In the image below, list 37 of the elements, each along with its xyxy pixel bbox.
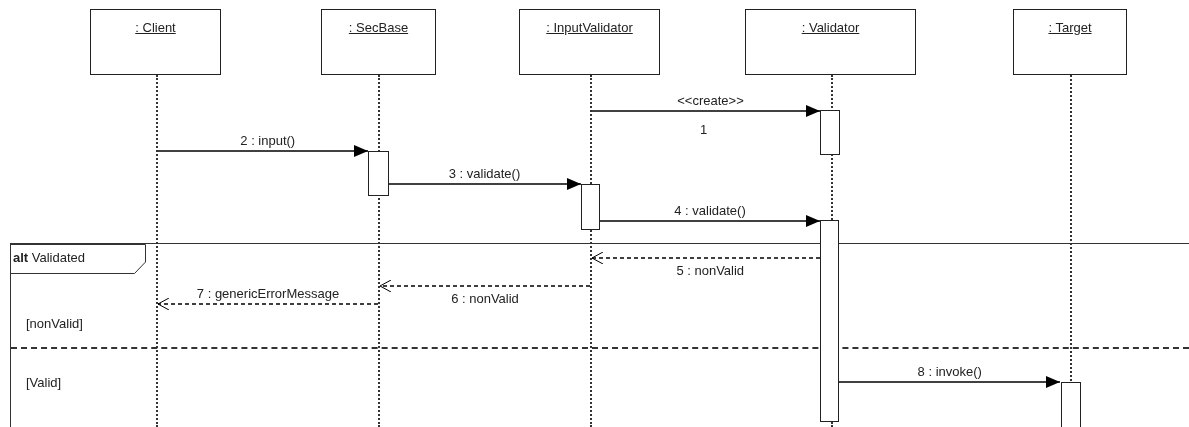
lifeline-head: [321, 9, 436, 75]
object-name: : Validator: [801, 19, 860, 37]
lifeline-head: [90, 9, 221, 75]
object-name: : Client: [135, 19, 176, 37]
message-arrow: [388, 178, 582, 190]
message-label: 7 : genericErrorMessage: [195, 285, 341, 303]
message-label: 2 : input(): [239, 132, 297, 150]
return-message-arrow: [379, 279, 591, 293]
lifeline-head: [1013, 9, 1127, 75]
activation-bar: [1061, 382, 1081, 427]
activation-bar: [368, 151, 389, 196]
message-arrow: [599, 215, 821, 227]
lifeline-head: [519, 9, 660, 75]
return-message-arrow: [591, 251, 821, 265]
guard-condition: [nonValid]: [26, 315, 83, 333]
message-arrow: [591, 105, 821, 117]
object-name: : Target: [1048, 19, 1092, 37]
object-name: : InputValidator: [546, 19, 633, 37]
activation-bar: [581, 184, 600, 230]
message-label: 5 : nonValid: [675, 262, 746, 280]
message-label: <<create>>: [676, 92, 745, 110]
message-label: 8 : invoke(): [916, 363, 983, 381]
return-message-arrow: [157, 297, 379, 311]
sequence-number: 1: [700, 121, 708, 139]
activation-bar: [820, 220, 839, 422]
message-label: 3 : validate(): [447, 165, 522, 183]
activation-bar: [820, 110, 840, 155]
message-arrow: [838, 376, 1061, 388]
object-name: : SecBase: [348, 19, 409, 37]
lifeline: [1070, 75, 1072, 381]
lifeline: [156, 75, 158, 427]
fragment-label: alt Validated: [13, 249, 86, 267]
guard-condition: [Valid]: [26, 374, 62, 392]
message-arrow: [157, 145, 369, 157]
lifeline-head: [745, 9, 916, 75]
message-label: 4 : validate(): [673, 202, 747, 220]
message-label: 6 : nonValid: [450, 290, 520, 308]
